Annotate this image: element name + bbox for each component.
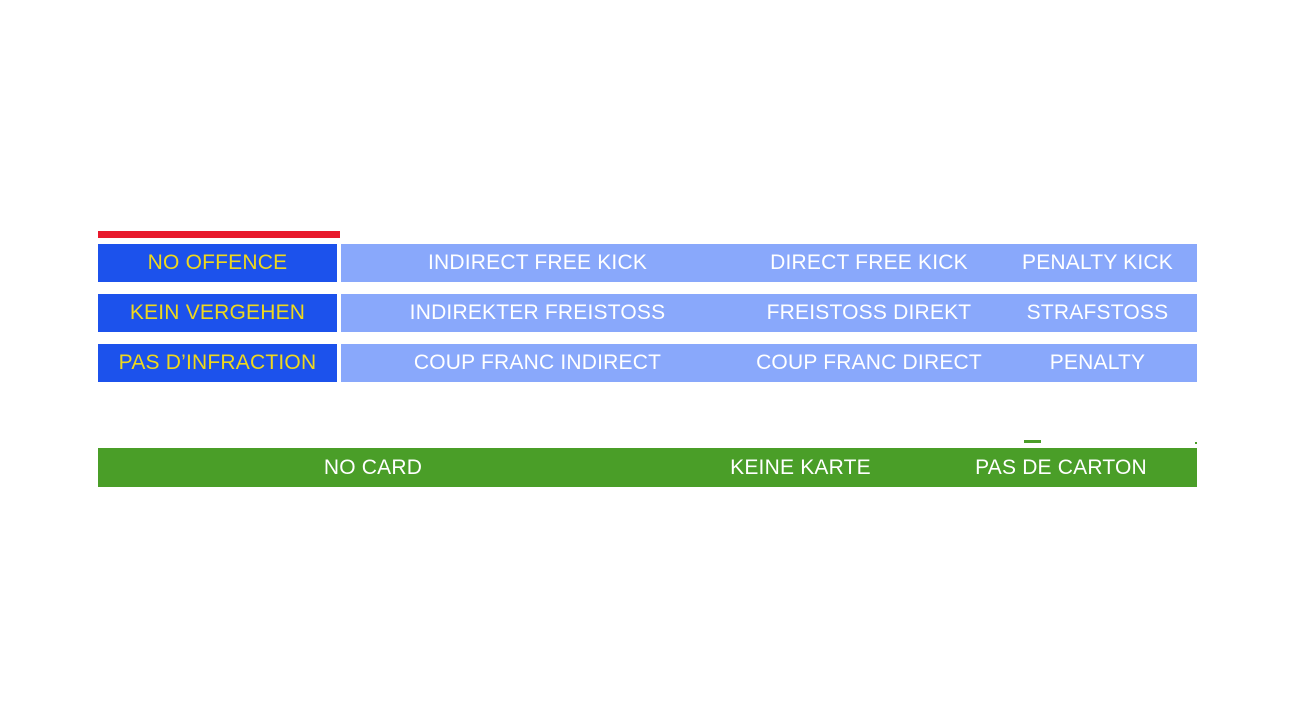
offence-cell-indirekter-freistoss: INDIREKTER FREISTOSS — [409, 301, 666, 324]
offence-table: NO OFFENCE INDIRECT FREE KICK DIRECT FRE… — [98, 244, 1197, 394]
green-tick-mark — [1024, 440, 1041, 443]
offence-label-english: NO OFFENCE — [98, 244, 337, 282]
offence-cell-coup-franc-direct: COUP FRANC DIRECT — [756, 351, 982, 374]
offence-cell-penalty-kick: PENALTY KICK — [1021, 251, 1173, 274]
offence-values-german: INDIREKTER FREISTOSS FREISTOSS DIREKT ST… — [341, 294, 1197, 332]
row-gap — [337, 244, 341, 282]
offence-cell-indirect-free-kick: INDIRECT FREE KICK — [427, 251, 648, 274]
offence-label-german: KEIN VERGEHEN — [98, 294, 337, 332]
offence-cell-strafstoss: STRAFSTOSS — [1026, 301, 1169, 324]
table-row: NO OFFENCE INDIRECT FREE KICK DIRECT FRE… — [98, 244, 1197, 282]
offence-values-english: INDIRECT FREE KICK DIRECT FREE KICK PENA… — [341, 244, 1197, 282]
offence-label-french: PAS D’INFRACTION — [98, 344, 337, 382]
offence-cell-freistoss-direkt: FREISTOSS DIREKT — [766, 301, 972, 324]
row-gap — [337, 344, 341, 382]
card-bar: NO CARD KEINE KARTE PAS DE CARTON — [98, 448, 1197, 487]
red-accent-rule — [98, 231, 340, 238]
offence-cell-penalty: PENALTY — [1049, 351, 1146, 374]
offence-cell-coup-franc-indirect: COUP FRANC INDIRECT — [413, 351, 662, 374]
card-cell-no-card: NO CARD — [323, 455, 423, 479]
table-row: PAS D’INFRACTION COUP FRANC INDIRECT COU… — [98, 344, 1197, 382]
row-gap — [337, 294, 341, 332]
green-dot-mark — [1195, 442, 1197, 444]
offence-cell-direct-free-kick: DIRECT FREE KICK — [770, 251, 968, 274]
card-cell-pas-de-carton: PAS DE CARTON — [975, 455, 1147, 479]
table-row: KEIN VERGEHEN INDIREKTER FREISTOSS FREIS… — [98, 294, 1197, 332]
card-cell-keine-karte: KEINE KARTE — [730, 455, 871, 479]
offence-values-french: COUP FRANC INDIRECT COUP FRANC DIRECT PE… — [341, 344, 1197, 382]
